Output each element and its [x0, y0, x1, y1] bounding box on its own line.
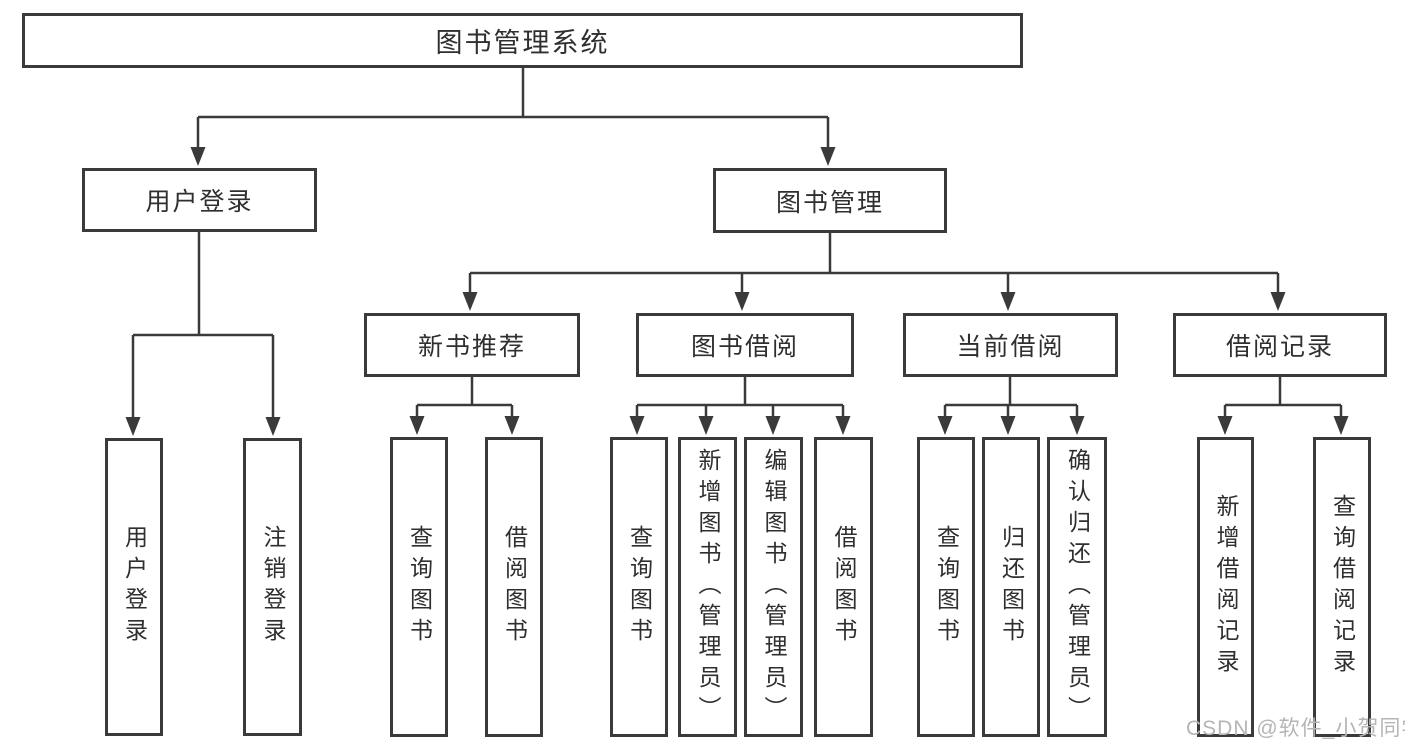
node-borrow-records: 借阅记录 — [1173, 313, 1387, 377]
connector-root-to-level2 — [196, 68, 830, 149]
node-user-login: 用户登录 — [82, 168, 317, 232]
arrowhead-icon — [734, 292, 750, 311]
arrowhead-icon — [1270, 292, 1286, 311]
leaf-label: 查询借阅记录 — [1329, 494, 1356, 680]
csdn-watermark: CSDN @软件_小贺同学 — [1186, 717, 1405, 740]
arrowhead-icon — [765, 416, 781, 435]
arrowhead-icon — [629, 416, 645, 435]
arrowhead-icon — [1217, 416, 1233, 435]
node-book-management-label: 图书管理 — [775, 188, 884, 217]
connector-current-borrowing-children — [943, 377, 1079, 418]
connector-borrow-records-children — [1223, 377, 1343, 418]
arrowhead-icon — [1000, 416, 1016, 435]
leaf-label: 新增图书（管理员） — [695, 447, 721, 727]
arrowhead-icon — [937, 416, 953, 435]
arrowhead-icon — [1333, 416, 1349, 435]
connector-book-management-children — [468, 233, 1280, 294]
arrowhead-icon — [698, 416, 714, 435]
arrowhead-icon — [1069, 416, 1085, 435]
node-book-borrowing-label: 图书借阅 — [690, 333, 799, 361]
arrowhead-icon — [409, 416, 425, 435]
leaf-query-borrow-record: 查询借阅记录 — [1313, 437, 1371, 737]
node-new-book-recommend-label: 新书推荐 — [417, 333, 526, 361]
leaf-label: 用户登录 — [121, 525, 148, 649]
arrowhead-icon — [1000, 292, 1016, 311]
leaf-borrow-books: 借阅图书 — [814, 437, 873, 737]
leaf-edit-books-admin: 编辑图书（管理员） — [744, 437, 803, 737]
arrowhead-icon — [820, 147, 836, 166]
arrowhead-icon — [504, 416, 520, 435]
leaf-label: 注销登录 — [260, 525, 286, 649]
node-current-borrowing: 当前借阅 — [903, 313, 1118, 377]
node-new-book-recommend: 新书推荐 — [364, 313, 580, 377]
arrowhead-icon — [462, 292, 478, 311]
leaf-query-books-current: 查询图书 — [917, 437, 975, 737]
leaf-label: 查询图书 — [933, 525, 960, 649]
leaf-label: 借阅图书 — [501, 525, 528, 649]
leaf-query-books-borrowing: 查询图书 — [610, 437, 668, 737]
node-user-login-label: 用户登录 — [145, 188, 254, 216]
node-library-system: 图书管理系统 — [22, 13, 1023, 68]
node-current-borrowing-label: 当前借阅 — [956, 333, 1065, 361]
arrowhead-icon — [265, 417, 281, 436]
leaf-confirm-return-admin: 确认归还（管理员） — [1047, 437, 1107, 737]
leaf-user-login: 用户登录 — [105, 438, 163, 736]
leaf-return-books: 归还图书 — [982, 437, 1040, 737]
leaf-label: 查询图书 — [626, 525, 653, 649]
node-library-system-label: 图书管理系统 — [435, 28, 610, 58]
leaf-add-borrow-record: 新增借阅记录 — [1197, 437, 1254, 737]
leaf-label: 新增借阅记录 — [1213, 494, 1239, 680]
leaf-borrow-books-recommend: 借阅图书 — [485, 437, 543, 737]
leaf-label: 归还图书 — [998, 525, 1025, 649]
arrowhead-icon — [190, 147, 206, 166]
node-book-borrowing: 图书借阅 — [636, 313, 854, 377]
arrowhead-icon — [835, 416, 851, 435]
leaf-label: 确认归还（管理员） — [1064, 447, 1091, 727]
leaf-query-books-recommend: 查询图书 — [390, 437, 448, 737]
node-book-management: 图书管理 — [713, 168, 947, 233]
connector-user-login-children — [131, 232, 275, 419]
leaf-label: 编辑图书（管理员） — [761, 447, 787, 727]
connector-book-borrowing-children — [635, 377, 845, 418]
connector-new-book-children — [415, 377, 514, 418]
leaf-label: 借阅图书 — [831, 525, 857, 649]
leaf-add-books-admin: 新增图书（管理员） — [678, 437, 737, 737]
leaf-label: 查询图书 — [406, 525, 433, 649]
node-borrow-records-label: 借阅记录 — [1225, 333, 1334, 361]
arrowhead-icon — [125, 417, 141, 436]
leaf-logout: 注销登录 — [243, 438, 302, 736]
